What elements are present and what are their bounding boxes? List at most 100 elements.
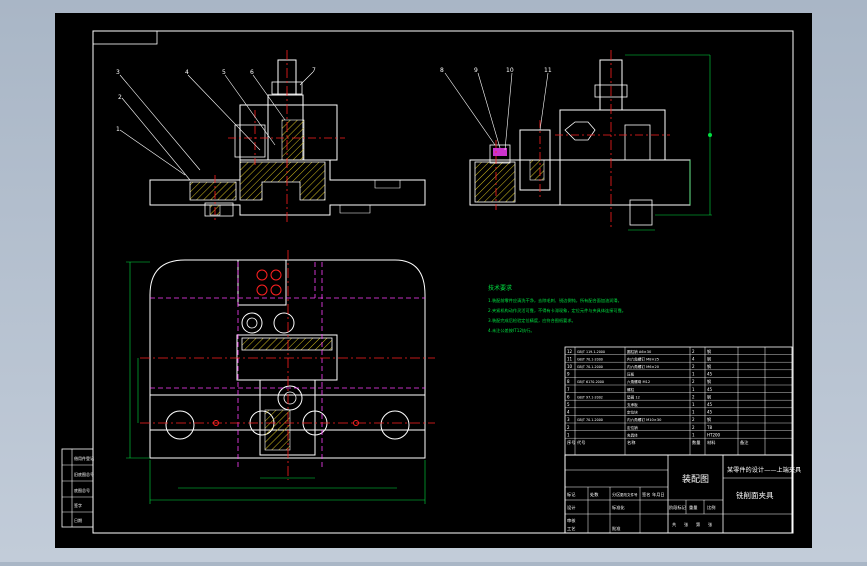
bom-cell: 10 (567, 364, 573, 369)
bom-cell: GB/T 119.1-2000 (577, 350, 605, 354)
note-line-3: 3.装配完成后检验定位精度，应符合图纸要求。 (488, 317, 576, 324)
sheet-label-0: 共 (672, 521, 676, 528)
bom-cell: 垫圈 12 (627, 394, 640, 399)
role-label-2: 审核 (567, 517, 576, 524)
strip-label-1: 旧底图总号 (74, 471, 94, 477)
bom-cell: GB/T 97.1-2002 (577, 395, 603, 399)
bom-cell: 定位销 (627, 425, 638, 430)
bom-cell: 内六角螺钉 M10×30 (627, 417, 662, 422)
project-name-line2: 铣削面夹具 (736, 490, 774, 500)
sig-label-0: 标记 (567, 491, 576, 498)
bom-cell: 1 (692, 402, 695, 407)
left-binding-strip: 借用件登记 旧底图总号 底图总号 签字 日期 (61, 448, 94, 528)
bom-cell: 2 (692, 425, 695, 430)
bom-cell: 定位块 (627, 410, 638, 415)
role-label-1: 标准化 (612, 504, 625, 511)
bom-cell: 钢 (707, 416, 711, 422)
bom-header-cell: 数量 (692, 439, 700, 446)
front-section-view[interactable]: 1 2 3 4 5 6 7 (116, 50, 426, 222)
bom-cell: 内六角螺钉 M8×25 (627, 356, 659, 361)
bom-cell: 2 (692, 417, 695, 422)
bom-cell: 1 (692, 432, 695, 437)
note-line-4: 4.未注公差按IT12执行。 (488, 327, 535, 334)
note-line-2: 2.夹紧机构动作灵活可靠，不得有卡滞现象，定位元件与夹具体连接可靠。 (488, 307, 626, 314)
bom-cell: 1 (692, 372, 695, 377)
bom-cell: 2 (567, 425, 570, 430)
project-name-line1: 某零件的设计——上端夹具 (727, 466, 801, 474)
bom-cell: 夹具体 (627, 432, 638, 437)
sig-label-1: 处数 (590, 491, 599, 498)
role-label-0: 设计 (567, 504, 575, 511)
drawing-title: 装配图 (682, 473, 709, 485)
bom-cell: 11 (567, 356, 573, 361)
bom-cell: 圆柱销 A6×30 (627, 349, 652, 354)
bom-cell: 1 (567, 432, 570, 437)
bom-cell: 45 (707, 387, 713, 392)
bom-cell: GB/T 70.1-2000 (577, 357, 603, 361)
balloon-8: 8 (440, 67, 444, 74)
sig-label-3: 更改文件号 (620, 492, 638, 497)
balloon-1: 1 (116, 126, 120, 133)
bom-cell: 2 (692, 379, 695, 384)
sheet-label-1: 张 (684, 521, 689, 528)
sig-label-5: 年月日 (652, 491, 665, 498)
strip-label-0: 借用件登记 (74, 455, 94, 461)
balloon-4: 4 (185, 69, 189, 76)
strip-label-2: 底图总号 (74, 487, 90, 493)
sig-label-2: 分区 (612, 491, 620, 498)
bom-cell: 钢 (707, 348, 711, 354)
title-block: 装配图 某零件的设计——上端夹具 铣削面夹具 标记 处数 分区 更改文件号 签名… (564, 454, 801, 534)
stage-label-0: 阶段标记 (669, 504, 687, 511)
bom-cell: 钢 (707, 363, 711, 369)
bom-cell: 3 (567, 417, 570, 422)
bom-cell: GB/T 70.1-2000 (577, 418, 603, 422)
note-line-1: 1.装配前零件应清洗干净，去除毛刺、锐边倒钝，所有配合面加油润滑。 (488, 297, 622, 304)
balloon-5: 5 (222, 69, 226, 76)
balloon-3: 3 (116, 69, 120, 76)
bom-cell: 7 (567, 387, 570, 392)
balloon-6: 6 (250, 69, 254, 76)
bom-header-cell: 备注 (740, 439, 749, 446)
balloon-7: 7 (312, 67, 316, 74)
bom-cell: 钢 (707, 393, 711, 399)
bom-cell: GB/T 6170-2000 (577, 380, 604, 384)
drawing-sheet (55, 13, 812, 548)
bom-header-cell: 名称 (627, 439, 635, 446)
bom-cell: 2 (692, 349, 695, 354)
bom-cell: 45 (707, 402, 713, 407)
balloon-10: 10 (506, 67, 514, 74)
bom-cell: 螺柱 (627, 387, 635, 392)
bom-header-cell: 材料 (707, 439, 716, 446)
technical-notes: 技术要求 1.装配前零件应清洗干净，去除毛刺、锐边倒钝，所有配合面加油润滑。 2… (488, 284, 626, 334)
sheet-label-3: 张 (708, 521, 713, 528)
balloon-9: 9 (474, 67, 478, 74)
bom-cell: 2 (692, 364, 695, 369)
bom-cell: 六角螺母 M12 (627, 379, 650, 384)
stage-label-2: 比例 (707, 504, 715, 511)
bom-cell: 内六角螺钉 M6×20 (627, 364, 660, 369)
sheet-label-2: 第 (696, 521, 700, 528)
bom-cell: 4 (692, 356, 695, 361)
bom-cell: 1 (692, 410, 695, 415)
bom-cell: 12 (567, 349, 573, 354)
bom-cell: GB/T 70.1-2000 (577, 365, 603, 369)
bom-cell: 9 (567, 372, 570, 377)
sheet-border (92, 30, 794, 534)
code-box (92, 30, 158, 45)
side-section-view[interactable]: 8 9 10 11 (440, 50, 712, 231)
bom-cell: 45 (707, 410, 713, 415)
bom-cell: 钢 (707, 378, 711, 384)
balloon-11: 11 (544, 67, 552, 74)
role-label-4: 批准 (612, 525, 620, 532)
bom-cell: 6 (567, 394, 570, 399)
bom-cell: 压板 (627, 372, 635, 377)
bom-cell: 2 (692, 394, 695, 399)
stage-label-1: 重量 (689, 504, 697, 511)
sig-label-4: 签名 (642, 491, 650, 498)
bom-cell: 4 (567, 410, 570, 415)
strip-label-4: 日期 (74, 517, 82, 523)
bom-header-cell: 序号 (567, 439, 575, 446)
plan-view[interactable] (126, 250, 435, 504)
